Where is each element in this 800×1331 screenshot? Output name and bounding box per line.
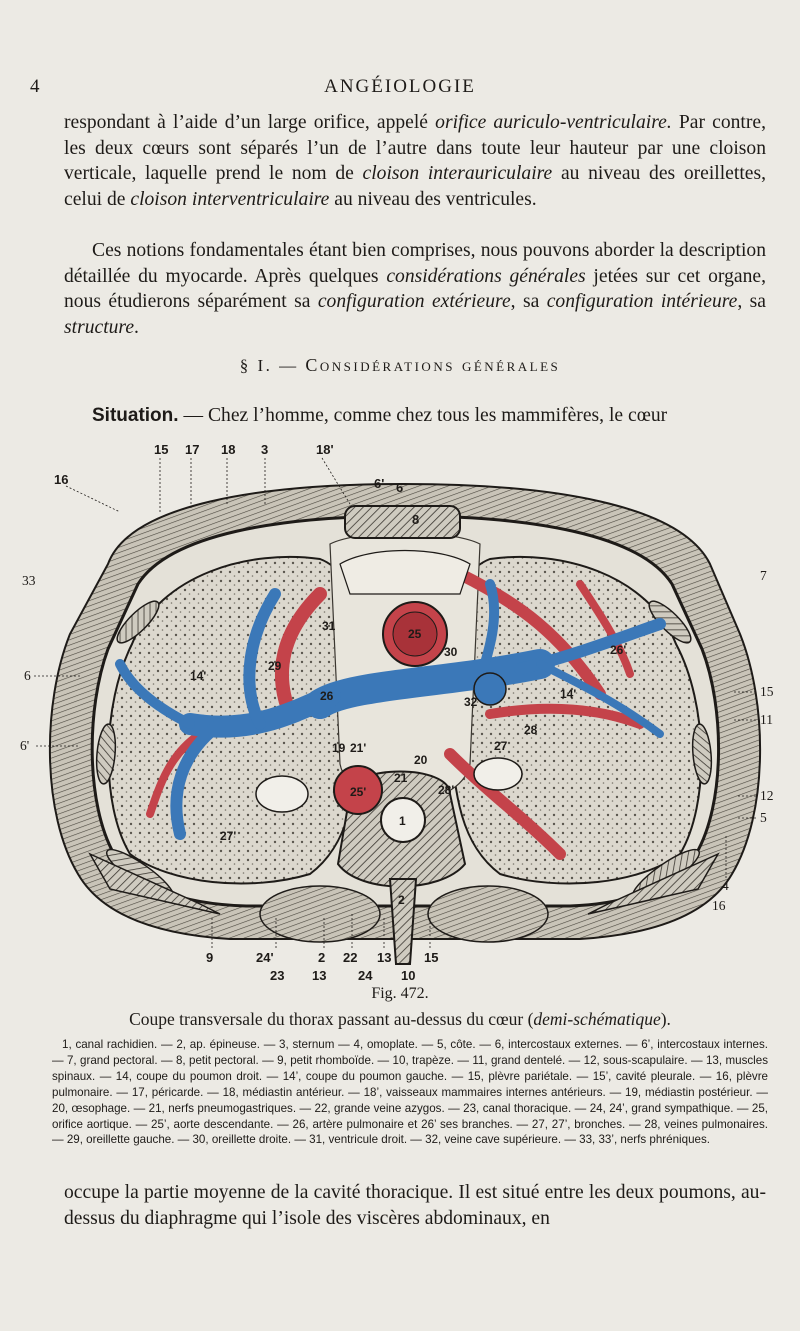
label-13-right: 13 (377, 950, 391, 965)
label-26-prime: 26' (610, 643, 626, 657)
paragraph-1: respondant à l’aide d’un large orifice, … (64, 112, 766, 210)
label-16-bottom: 16 (712, 898, 726, 913)
figure-number: Fig. 472. (371, 985, 429, 1002)
label-6-prime-left: 6' (20, 738, 29, 753)
label-11: 11 (760, 712, 773, 727)
label-13-left: 13 (312, 968, 326, 982)
label-29: 29 (268, 659, 282, 673)
label-16-top: 16 (54, 472, 68, 487)
label-5: 5 (760, 810, 767, 825)
running-head: 4 ANGÉIOLOGIE (0, 76, 800, 100)
descending-aorta (333, 765, 383, 815)
label-7: 7 (760, 568, 767, 583)
label-8: 8 (412, 512, 419, 527)
label-22: 22 (343, 950, 357, 965)
label-27-prime: 27' (220, 829, 236, 843)
label-30: 30 (444, 645, 458, 659)
label-32: 32 (464, 695, 478, 709)
label-10: 10 (401, 968, 415, 982)
label-33: 33 (22, 573, 36, 588)
label-24: 24 (358, 968, 373, 982)
figure-caption: Coupe transversale du thorax passant au-… (129, 1009, 671, 1029)
label-12: 12 (760, 788, 774, 803)
superior-vena-cava (473, 672, 507, 706)
label-28: 28 (524, 723, 538, 737)
label-1: 1 (399, 814, 406, 828)
scapulae (88, 852, 720, 915)
paragraph-4: occupe la partie moyenne de la cavité th… (64, 1182, 766, 1229)
right-ventricle (339, 549, 471, 595)
sternum (344, 505, 461, 539)
label-31: 31 (322, 619, 336, 633)
label-26: 26 (320, 689, 334, 703)
label-15-top: 15 (154, 442, 168, 457)
section-heading: § I. — Considérations générales (239, 355, 561, 375)
label-15-bottom: 15 (424, 950, 438, 965)
label-3: 3 (261, 442, 268, 457)
label-20: 20 (414, 753, 428, 767)
page-number: 4 (30, 76, 40, 97)
label-24-prime: 24' (256, 950, 274, 965)
label-2-bottom: 2 (318, 950, 325, 965)
label-14-prime-left: 14' (190, 669, 206, 683)
label-6-left: 6 (24, 668, 31, 683)
label-19: 19 (332, 741, 346, 755)
label-9: 9 (206, 950, 213, 965)
label-15-right: 15 (760, 684, 774, 699)
label-18-prime: 18' (316, 442, 334, 457)
label-6-prime-top: 6' (374, 476, 384, 491)
label-2-inner: 2 (398, 893, 405, 907)
thorax-illustration: 15 17 18 3 18' 6' 6 8 16 33 6 (20, 442, 774, 982)
paragraph-2: Ces notions fondamentales étant bien com… (64, 240, 766, 338)
label-21-prime: 21' (350, 741, 366, 755)
pulmonary-vessels-red (146, 568, 645, 860)
header-title: ANGÉIOLOGIE (324, 76, 476, 97)
label-23: 23 (270, 968, 284, 982)
label-27: 27 (494, 739, 508, 753)
label-17: 17 (185, 442, 199, 457)
paragraph-3: Situation. — Chez l’homme, comme chez to… (92, 405, 668, 426)
label-25: 25 (408, 627, 422, 641)
label-25-prime: 25' (350, 785, 366, 799)
situation-heading: Situation. (92, 405, 179, 426)
label-6-top: 6 (396, 480, 403, 495)
pulmonary-artery-tree (115, 579, 666, 840)
thorax-section-figure: 15 17 18 3 18' 6' 6 8 16 33 6 (20, 434, 788, 982)
label-4: 4 (722, 878, 729, 893)
label-28-prime: 28' (438, 783, 454, 797)
figure-legend: 1, canal rachidien. — 2, ap. épineuse. —… (52, 1038, 768, 1147)
label-14-prime-right: 14' (560, 687, 576, 701)
label-21: 21 (394, 771, 408, 785)
label-18: 18 (221, 442, 235, 457)
